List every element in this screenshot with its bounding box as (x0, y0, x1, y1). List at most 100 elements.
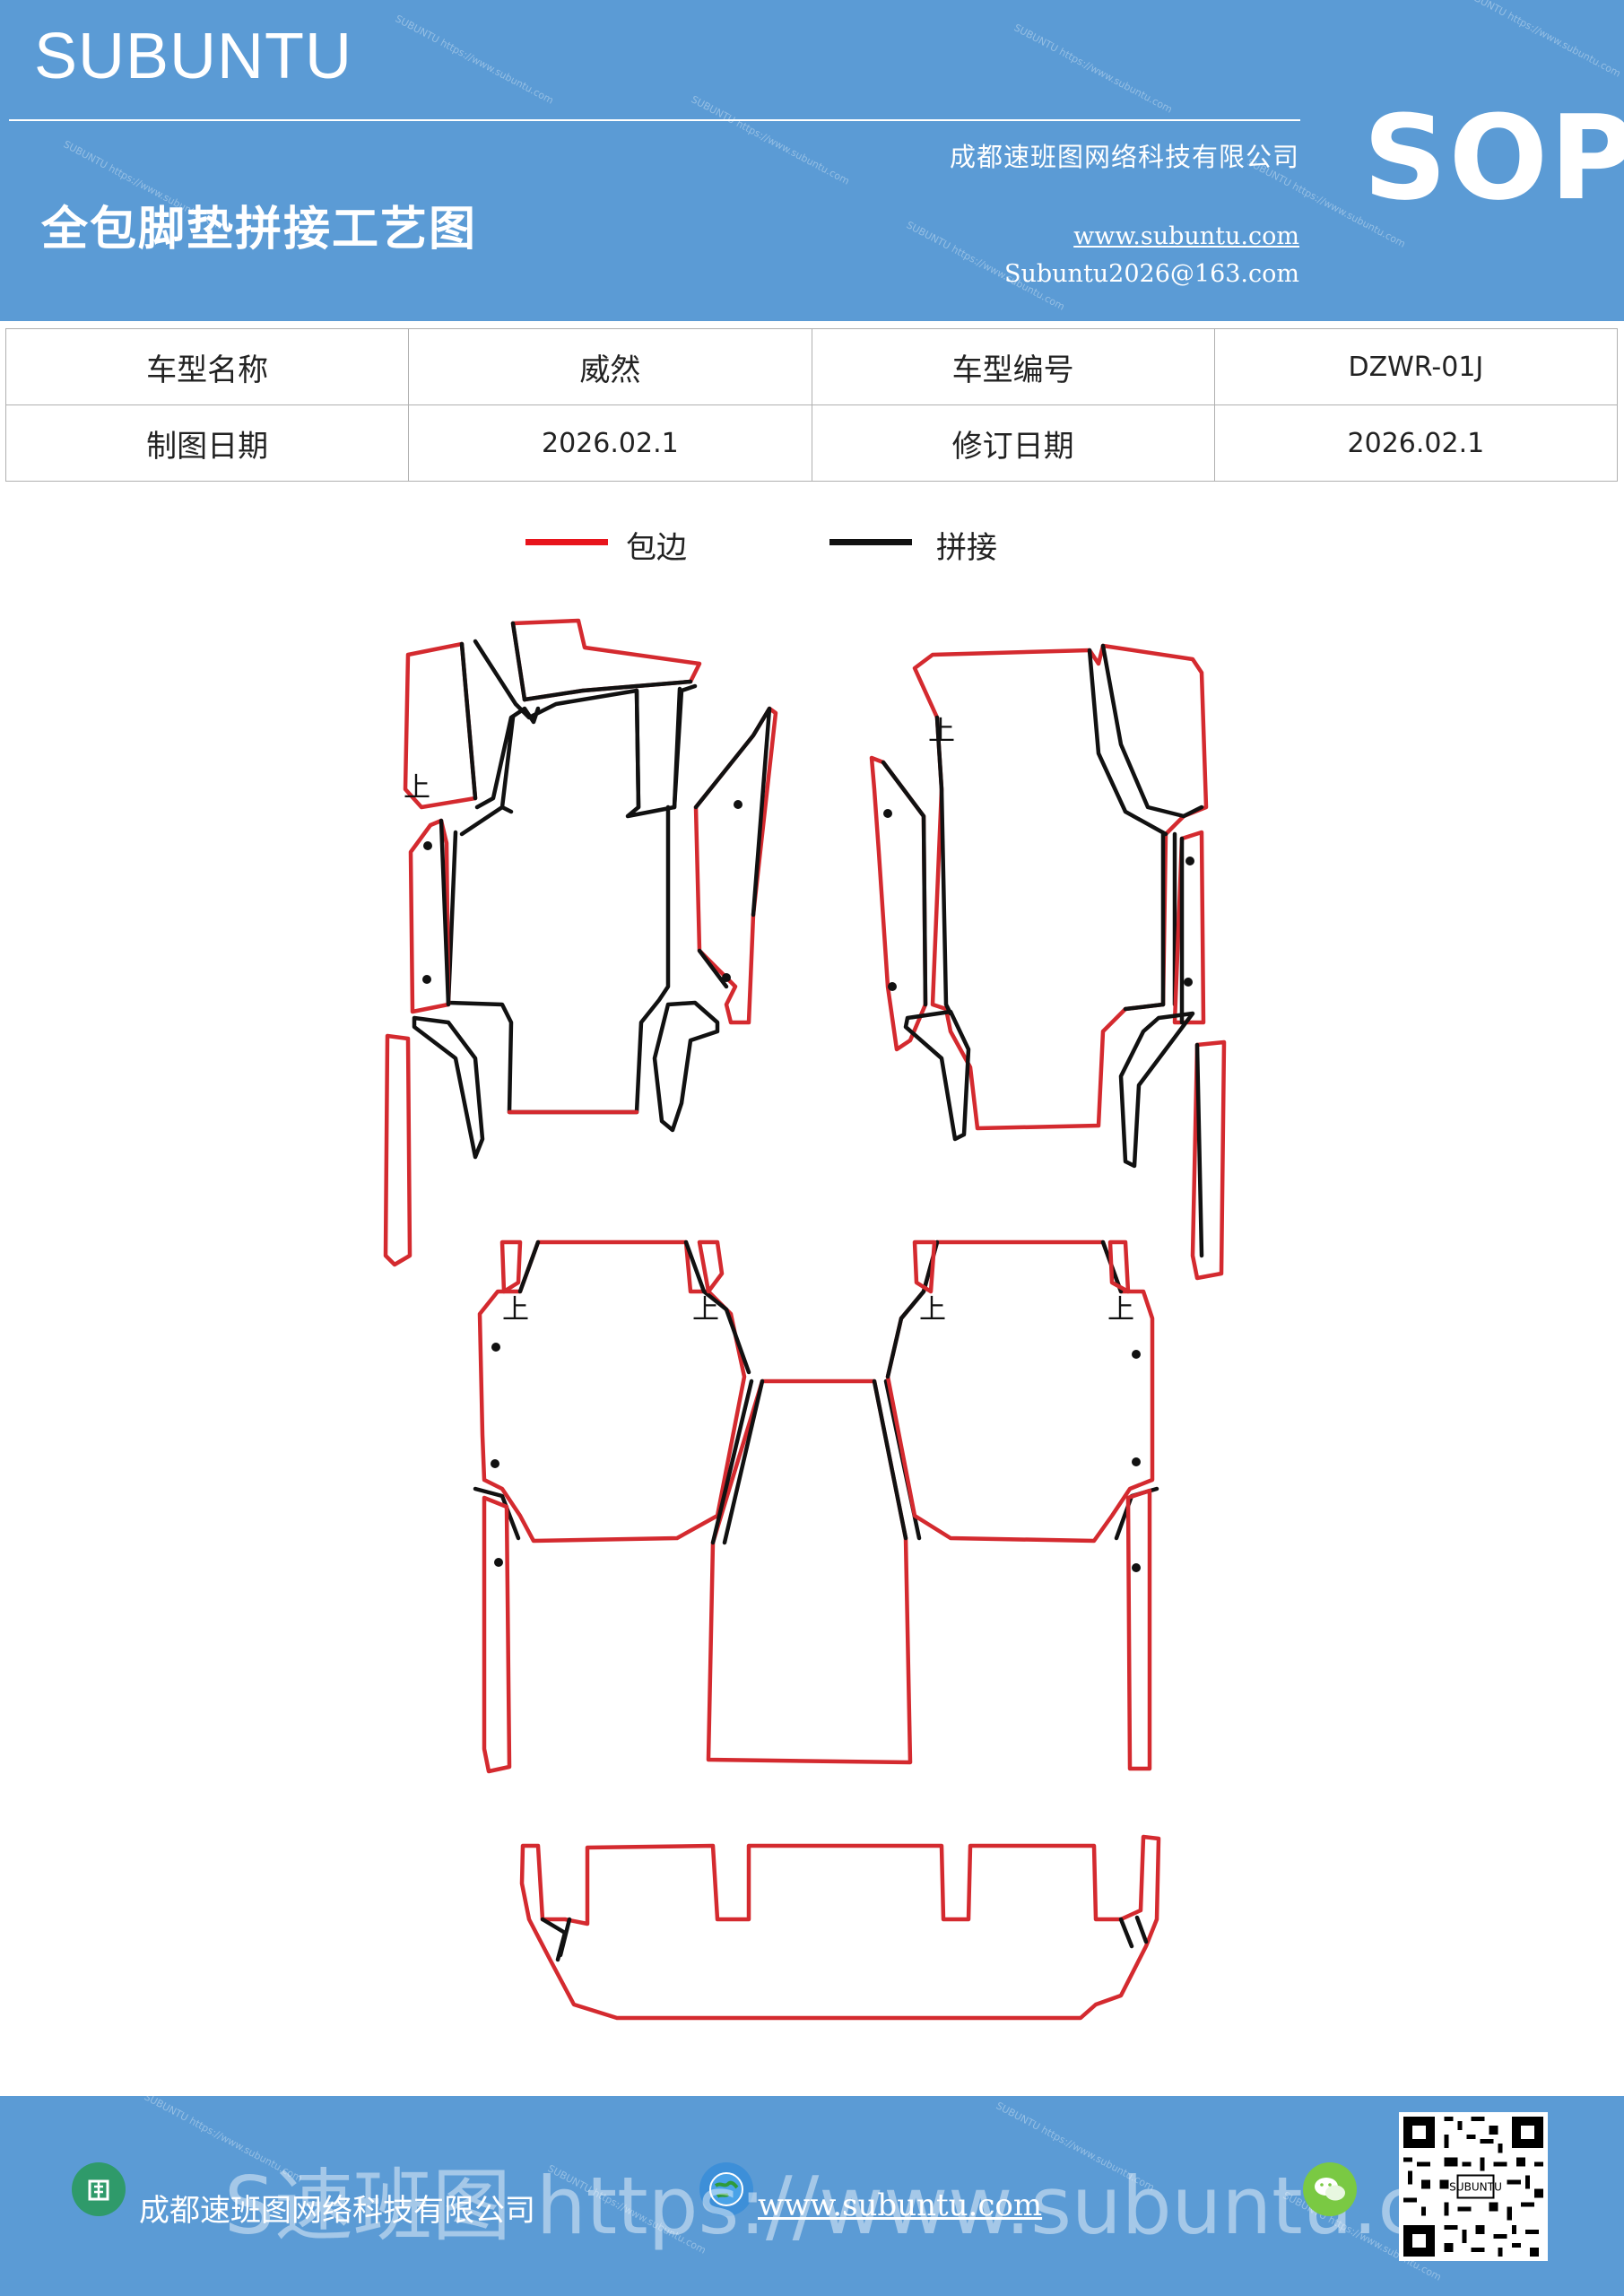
vehicle-info-table: 车型名称 威然 车型编号 DZWR-01J 制图日期 2026.02.1 修订日… (4, 328, 1619, 482)
watermark: SUBUNTU https://www.subuntu.com (1012, 22, 1175, 116)
seam-line (885, 1239, 940, 1379)
seam-line (934, 715, 953, 1016)
seam-line (903, 1009, 971, 1142)
up-marker: 上 (1107, 1294, 1134, 1326)
mat-piece (912, 1239, 937, 1294)
legend-seam-swatch (829, 539, 912, 545)
seam-line (693, 706, 772, 918)
footer-website-link[interactable]: www.subuntu.com (758, 2187, 1043, 2223)
globe-icon (699, 2162, 753, 2216)
table-row: 制图日期 2026.02.1 修订日期 2026.02.1 (4, 404, 1619, 482)
seam-line (459, 641, 478, 801)
seam-line (459, 715, 516, 837)
mount-hole (494, 1558, 503, 1567)
wechat-icon[interactable] (1303, 2162, 1357, 2216)
up-marker: 上 (404, 772, 430, 804)
mount-hole (422, 975, 431, 984)
email-address: Subuntu2026@163.com (1004, 260, 1299, 288)
mat-piece (446, 804, 671, 1115)
seam-line (540, 1917, 572, 1962)
mount-hole (1132, 1350, 1141, 1359)
seam-line (522, 679, 693, 702)
website-link[interactable]: www.subuntu.com (1073, 222, 1299, 250)
seam-line (1160, 831, 1177, 1007)
up-marker: 上 (928, 716, 955, 747)
seam-line (1194, 1042, 1204, 1258)
mat-piece (383, 1033, 413, 1267)
footer-banner: SUBUNTU https://www.subuntu.com SUBUNTU … (0, 2096, 1624, 2296)
drawing-date-value: 2026.02.1 (408, 404, 812, 482)
mount-hole (888, 982, 897, 991)
seam-line (1118, 1915, 1149, 1949)
revision-date-value: 2026.02.1 (1213, 404, 1619, 482)
mount-hole (1132, 1457, 1141, 1466)
mount-hole (491, 1459, 499, 1468)
brand-name: SUBUNTU (34, 21, 353, 92)
seam-line (412, 1015, 485, 1160)
mount-hole (1132, 1563, 1141, 1572)
mount-hole (1185, 857, 1194, 865)
mat-piece (1107, 1239, 1131, 1294)
vehicle-name-label: 车型名称 (4, 328, 410, 405)
mat-piece (499, 1239, 523, 1294)
seam-line (510, 621, 527, 702)
second-row-mat-group (473, 1239, 1159, 1774)
legend-edge-label: 包边 (626, 530, 687, 566)
seam-line (634, 686, 682, 810)
watermark: SUBUNTU https://www.subuntu.com (689, 93, 852, 187)
mat-piece (1125, 1488, 1152, 1771)
watermark: SUBUNTU https://www.subuntu.com (393, 13, 556, 107)
mat-piece (1172, 830, 1206, 1025)
seam-line (652, 1000, 720, 1133)
front-right-mat-group (869, 643, 1227, 1281)
seam-line (1100, 643, 1204, 819)
mount-hole (883, 809, 892, 818)
seam-line (517, 1239, 751, 1375)
building-icon (72, 2162, 126, 2216)
vehicle-code-label: 车型编号 (811, 328, 1215, 405)
sop-badge: SOP (1363, 90, 1624, 226)
mat-piece (519, 1834, 1161, 2021)
mat-piece (885, 1239, 1155, 1544)
mat-piece (474, 706, 541, 810)
seam-line (439, 818, 451, 1007)
drawing-date-label: 制图日期 (4, 404, 410, 482)
seam-line (710, 1378, 765, 1545)
mount-hole (1184, 978, 1193, 987)
mount-hole (423, 841, 432, 850)
revision-date-label: 修订日期 (811, 404, 1215, 482)
seam-line (881, 760, 928, 1007)
mat-piece (477, 1239, 747, 1544)
seam-line (1118, 1011, 1195, 1169)
mat-piece (482, 1495, 512, 1774)
table-row: 车型名称 威然 车型编号 DZWR-01J (4, 328, 1619, 405)
qr-code: SUBUNTU (1399, 2112, 1548, 2261)
footer-company-name: 成都速班图网络科技有限公司 (139, 2193, 535, 2229)
up-marker: 上 (692, 1294, 719, 1326)
seam-line (1123, 1002, 1166, 1012)
vehicle-code-value: DZWR-01J (1213, 328, 1619, 405)
seam-line (697, 948, 729, 989)
legend-seam-label: 拼接 (936, 530, 997, 566)
floor-mat-drawing: 上 上 上 上 上 上 (383, 618, 1227, 2021)
mount-hole (722, 973, 731, 982)
header-banner: SUBUNTU https://www.subuntu.com SUBUNTU … (0, 0, 1624, 321)
up-marker: 上 (502, 1294, 529, 1326)
mat-piece (869, 755, 928, 1052)
front-left-mat-group (383, 618, 778, 1267)
mat-piece (403, 641, 478, 810)
mat-piece (697, 1239, 725, 1294)
seam-line (1087, 648, 1168, 837)
legend-edge-swatch (525, 539, 608, 545)
document-title: 全包脚垫拼接工艺图 (41, 203, 478, 257)
legend: 包边 拼接 (0, 523, 1624, 577)
header-divider (9, 119, 1300, 121)
watermark: SUBUNTU https://www.subuntu.com (1460, 0, 1623, 80)
company-name: 成都速班图网络科技有限公司 (949, 142, 1299, 172)
mat-piece (1190, 1039, 1227, 1281)
mount-hole (491, 1343, 500, 1352)
up-marker: 上 (919, 1294, 946, 1326)
seam-line (473, 1486, 521, 1541)
svg-text:SUBUNTU: SUBUNTU (1449, 2181, 1502, 2194)
vehicle-name-value: 威然 (408, 328, 812, 405)
